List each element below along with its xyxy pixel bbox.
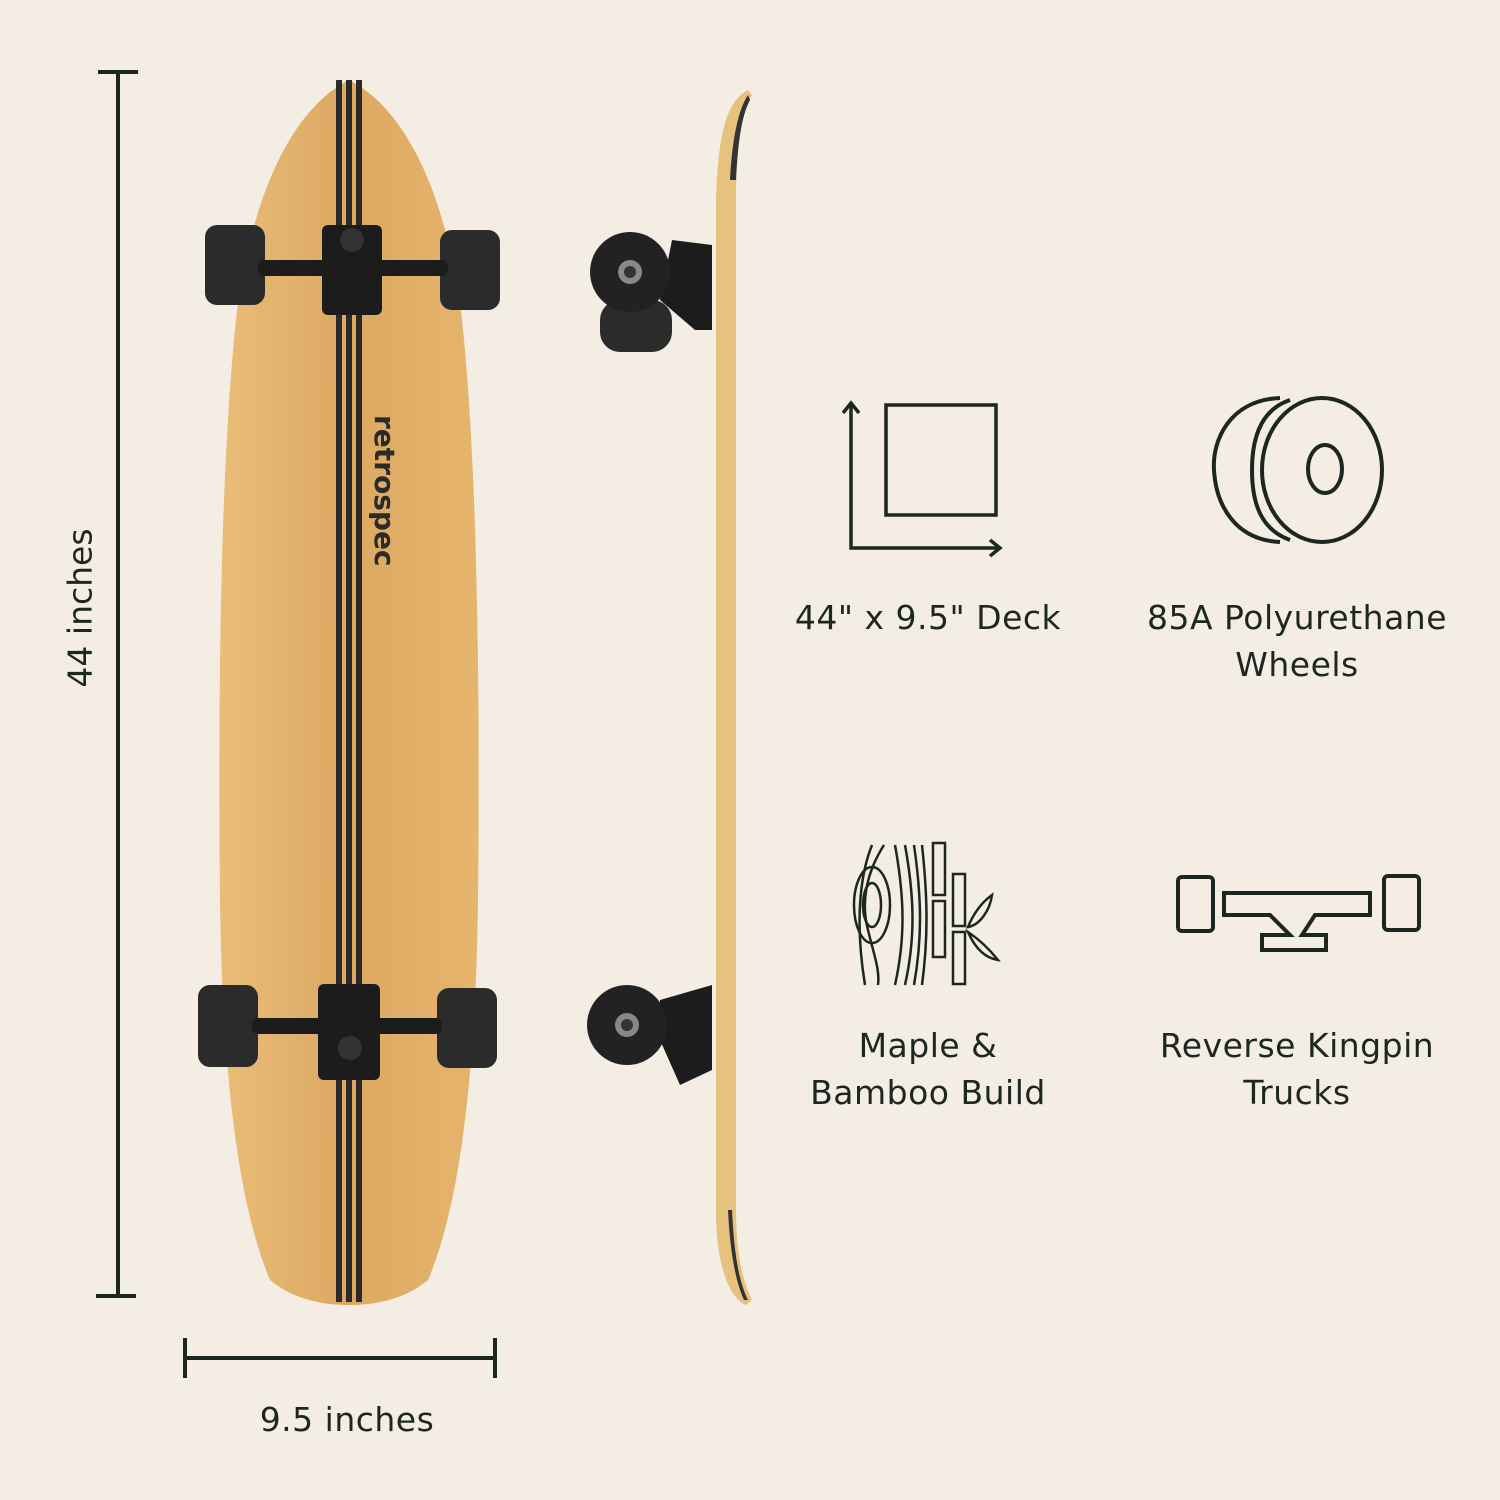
feature-trucks-label: Reverse Kingpin Trucks — [1117, 1022, 1477, 1116]
side-rear-truck — [587, 985, 712, 1085]
wood-bamboo-icon — [852, 841, 1001, 986]
deck-top-view: retrospec — [198, 80, 500, 1305]
feature-wheels-label: 85A Polyurethane Wheels — [1117, 594, 1477, 688]
deck-side-view — [587, 90, 752, 1305]
feature-build-line2: Bamboo Build — [810, 1073, 1046, 1112]
brand-logo: retrospec — [368, 415, 401, 567]
feature-deck-label: 44" x 9.5" Deck — [768, 594, 1088, 641]
front-truck — [205, 225, 500, 315]
feature-trucks-line2: Trucks — [1243, 1073, 1351, 1112]
wheel-icon — [1211, 396, 1384, 544]
width-label: 9.5 inches — [259, 1400, 435, 1439]
feature-build-label: Maple & Bamboo Build — [768, 1022, 1088, 1116]
length-label: 44 inches — [60, 528, 100, 688]
rear-truck — [198, 984, 497, 1080]
side-front-truck — [590, 232, 712, 352]
truck-icon — [1176, 874, 1421, 952]
width-dimension-line — [183, 1338, 497, 1378]
feature-deck-line1: 44" x 9.5" Deck — [794, 598, 1062, 637]
deck-size-icon — [841, 400, 1003, 558]
feature-trucks-line1: Reverse Kingpin — [1159, 1026, 1435, 1065]
feature-wheels-line1: 85A Polyurethane — [1146, 598, 1448, 637]
length-dimension-line — [96, 70, 138, 1298]
feature-build-line1: Maple & — [858, 1026, 998, 1065]
feature-wheels-line2: Wheels — [1235, 645, 1359, 684]
